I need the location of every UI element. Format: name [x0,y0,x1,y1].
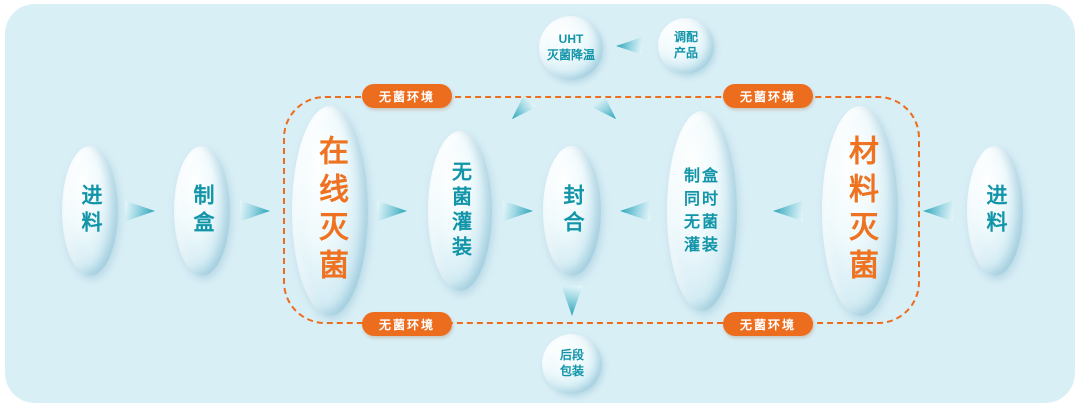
node-aseptic-filling: 无菌灌装 [428,131,492,291]
aseptic-badge-bottom-right: 无菌环境 [723,312,813,336]
box-and-filling-line1: 制盒 [683,167,720,185]
online-sterilization-label: 在线灭菌 [314,135,347,287]
material-sterilization-label: 材料灭菌 [844,135,877,287]
post-packaging-line2: 包装 [559,364,584,378]
feed-right-label: 进料 [984,184,1007,238]
node-box-and-filling: 制盒 同时 无菌 灌装 [667,111,737,311]
post-packaging-line1: 后段 [559,348,584,363]
box-and-filling-line4: 灌装 [683,237,720,255]
node-sealing: 封合 [543,146,601,276]
aseptic-filling-label: 无菌灌装 [448,161,471,261]
aseptic-badge-top-right: 无菌环境 [723,84,813,108]
box-and-filling-label: 制盒 同时 无菌 灌装 [684,165,720,258]
feed-left-label: 进料 [79,184,102,238]
arrow-feed-to-makebox-icon [125,200,155,222]
make-box-label: 制盒 [191,184,214,238]
prepare-product-line1: 调配 [673,30,698,45]
arrow-prepare-to-uht-icon [616,35,642,57]
node-online-sterilization: 在线灭菌 [292,106,368,316]
aseptic-badge-bottom-left: 无菌环境 [362,312,452,336]
node-feed-right: 进料 [967,146,1023,276]
box-and-filling-line2: 同时 [683,190,720,208]
uht-label-line2: 灭菌降温 [546,48,595,62]
diagram-canvas: 无菌环境 无菌环境 无菌环境 无菌环境 UHT 灭菌降温 调配 产品 进料 制盒… [5,4,1075,403]
node-make-box: 制盒 [174,146,230,276]
uht-sterilize-cool-circle: UHT 灭菌降温 [539,16,603,80]
node-material-sterilization: 材料灭菌 [822,106,898,316]
post-packaging-circle: 后段 包装 [542,334,602,394]
prepare-product-circle: 调配 产品 [658,18,714,74]
aseptic-badge-top-left: 无菌环境 [362,84,452,108]
node-feed-left: 进料 [62,146,118,276]
prepare-product-line2: 产品 [673,46,698,60]
arrow-feedright-to-material-icon [923,198,953,224]
arrow-makebox-to-online-icon [240,200,270,222]
sealing-label: 封合 [561,184,584,238]
aseptic-zone-border [283,96,920,324]
box-and-filling-line3: 无菌 [683,214,720,231]
uht-label-line1: UHT [558,32,584,47]
